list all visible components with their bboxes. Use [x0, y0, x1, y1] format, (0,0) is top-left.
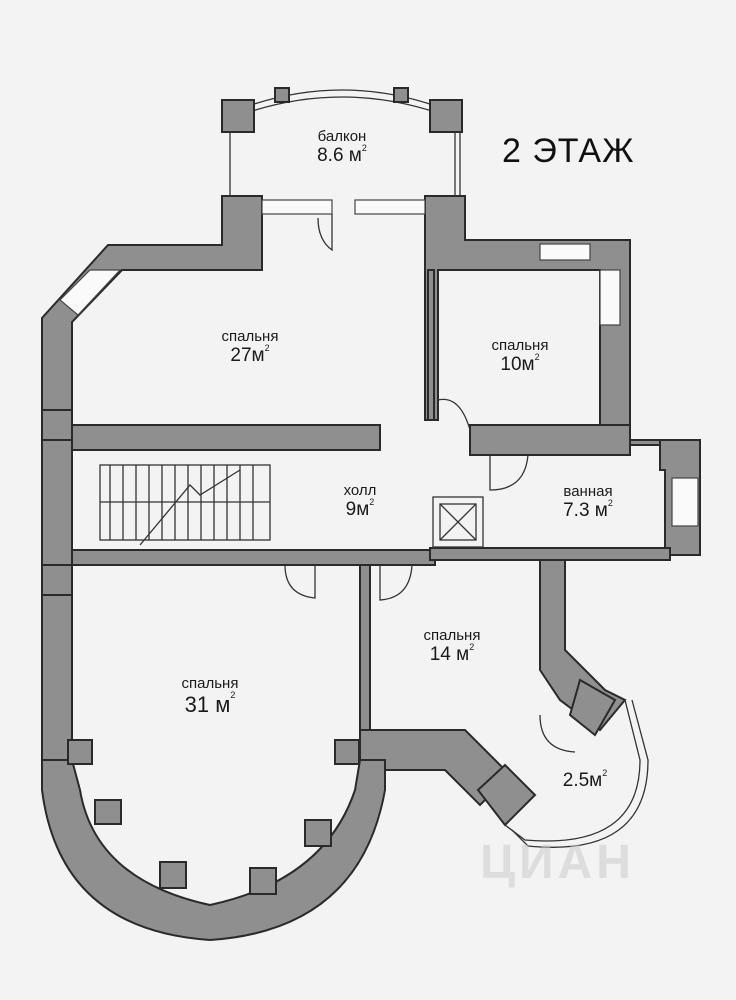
room-name: ванная	[563, 483, 613, 500]
room-name: холл	[343, 482, 377, 499]
watermark-logo: ЦИАН	[480, 836, 635, 889]
room-area: 9м	[345, 499, 370, 521]
room-name: спальня	[491, 337, 549, 354]
room-area: 7.3 м	[563, 500, 608, 522]
staircase	[99, 464, 271, 546]
unit-sup: 2	[607, 498, 613, 509]
room-area: 2.5м	[562, 770, 603, 791]
balcony-outline	[221, 87, 463, 196]
unit-sup: 2	[469, 642, 475, 653]
room-name: балкон	[317, 128, 367, 145]
elevator	[432, 496, 484, 548]
room-area: 31 м	[184, 692, 231, 718]
unit-sup: 2	[361, 143, 367, 154]
room-area: 27м	[230, 345, 265, 367]
unit-sup: 2	[230, 690, 236, 701]
room-name: спальня	[423, 627, 481, 644]
room-name: спальня	[221, 328, 279, 345]
room-small-balcony: 2.5м2	[562, 768, 608, 792]
doors	[284, 214, 576, 753]
room-area: 10м	[500, 354, 535, 376]
room-name: спальня	[181, 675, 239, 692]
floor-title: 2 ЭТАЖ	[502, 132, 635, 170]
room-bedroom-31: спальня 31 м2	[182, 675, 239, 718]
room-balcony: балкон 8.6 м2	[317, 128, 367, 167]
room-bedroom-14: спальня 14 м2	[424, 627, 481, 666]
unit-sup: 2	[602, 768, 608, 778]
room-bedroom-10: спальня 10м2	[492, 337, 549, 376]
room-bedroom-27: спальня 27м2	[222, 328, 279, 367]
room-area: 14 м	[429, 644, 470, 666]
room-hall: холл 9м2	[344, 482, 377, 521]
unit-sup: 2	[264, 343, 270, 354]
unit-sup: 2	[369, 497, 375, 508]
walls	[41, 195, 701, 942]
room-bathroom: ванная 7.3 м2	[563, 483, 613, 522]
unit-sup: 2	[534, 352, 540, 363]
room-area: 8.6 м	[317, 145, 362, 167]
